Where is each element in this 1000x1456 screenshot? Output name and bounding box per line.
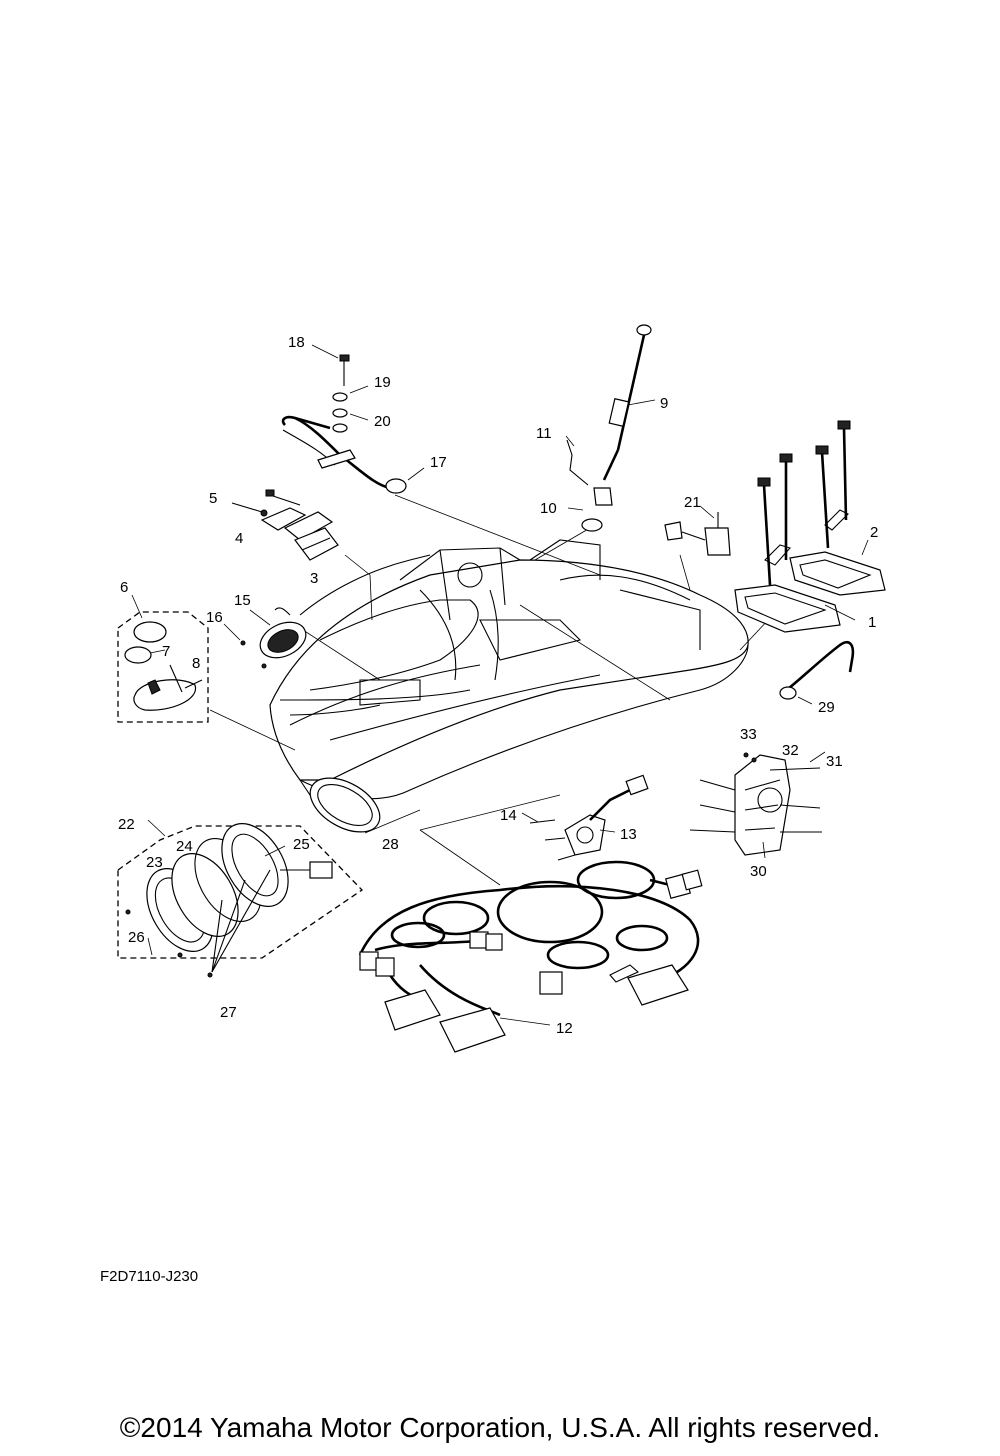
- copyright-notice: ©2014 Yamaha Motor Corporation, U.S.A. A…: [119, 1412, 881, 1443]
- callout-10: 10: [540, 500, 557, 517]
- callout-3: 3: [310, 570, 318, 587]
- group-22-box: [117, 819, 364, 978]
- callout-18: 18: [288, 334, 305, 351]
- callout-13: 13: [620, 826, 637, 843]
- callout-23: 23: [146, 854, 163, 871]
- callout-31: 31: [826, 753, 843, 770]
- connector-plate: [521, 774, 649, 861]
- callout-32: 32: [782, 742, 799, 759]
- callout-9: 9: [660, 395, 668, 412]
- callout-16: 16: [206, 609, 223, 626]
- callout-17: 17: [430, 454, 447, 471]
- callout-7: 7: [162, 643, 170, 660]
- callout-11: 11: [536, 425, 552, 442]
- callout-8: 8: [192, 655, 200, 672]
- callout-12: 12: [556, 1020, 573, 1037]
- callout-20: 20: [374, 413, 391, 430]
- callout-27: 27: [220, 1004, 237, 1021]
- callout-25: 25: [293, 836, 310, 853]
- callout-26: 26: [128, 929, 145, 946]
- callout-24: 24: [176, 838, 193, 855]
- callout-5: 5: [209, 490, 217, 507]
- boat-hull: [269, 539, 749, 801]
- control-rod: [565, 324, 656, 532]
- wiring-harness: [358, 860, 703, 1053]
- reference-code: F2D7110-J230: [100, 1268, 199, 1285]
- handrail-assembly: [281, 344, 425, 494]
- vent-parts: [231, 489, 339, 561]
- callout-15: 15: [234, 592, 251, 609]
- callout-19: 19: [374, 374, 391, 391]
- sensor: [664, 505, 731, 556]
- group-6-box: [117, 594, 209, 723]
- callout-30: 30: [750, 863, 767, 880]
- callout-1: 1: [868, 614, 876, 631]
- callout-22: 22: [118, 816, 135, 833]
- callout-6: 6: [120, 579, 128, 596]
- callout-4: 4: [235, 530, 243, 547]
- callout-29: 29: [818, 699, 835, 716]
- callout-21: 21: [684, 494, 701, 511]
- callout-14: 14: [500, 807, 517, 824]
- control-box: [689, 751, 826, 859]
- gasket-ring: [309, 777, 381, 833]
- speaker: [223, 607, 307, 669]
- callout-28: 28: [382, 836, 399, 853]
- callout-2: 2: [870, 524, 878, 541]
- leader-lines: [209, 494, 771, 886]
- ground-wire: [779, 641, 855, 705]
- bracket-assembly: [734, 420, 886, 633]
- callout-33: 33: [740, 726, 757, 743]
- callout-labels: 1 2 3 4 5 6 7 8 9 10 11 12 13 14 15 16 1…: [118, 334, 878, 1037]
